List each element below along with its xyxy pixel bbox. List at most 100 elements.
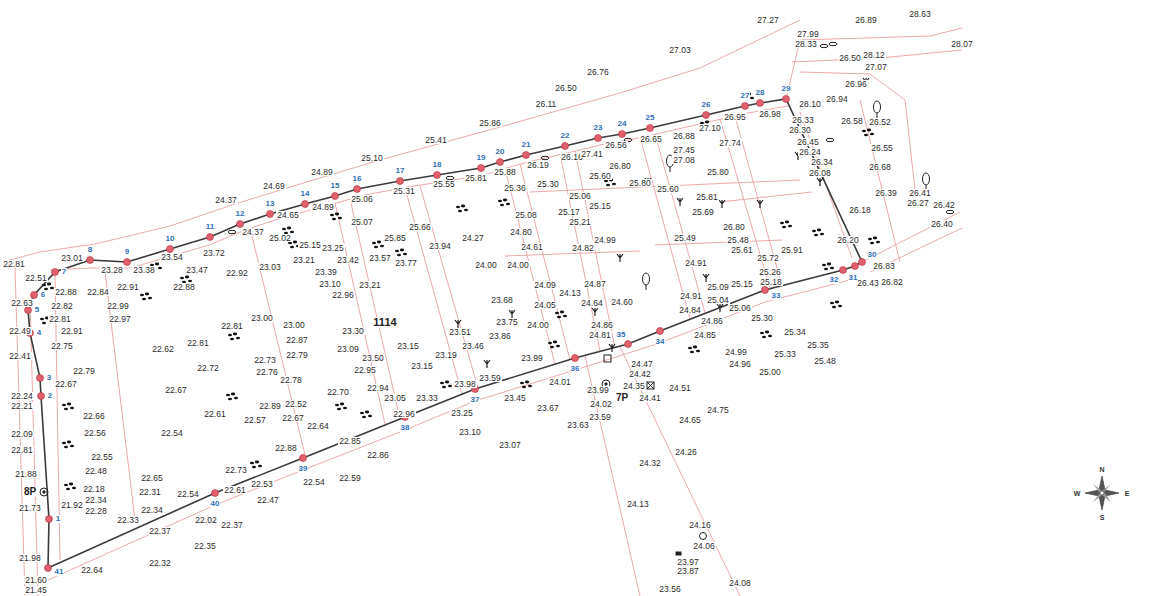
elevation-label: 22.59 [338, 474, 361, 483]
elevation-label: 25.88 [493, 168, 516, 177]
survey-point [38, 393, 45, 400]
point-number: 10 [165, 235, 176, 243]
bush-symbol [760, 331, 772, 339]
elevation-label: 22.70 [326, 388, 349, 397]
parcel-line [585, 356, 640, 596]
elevation-label: 23.28 [100, 266, 123, 275]
elevation-label: 24.84 [678, 306, 701, 315]
elevation-label: 22.54 [302, 478, 325, 487]
parcel-line [620, 347, 740, 596]
elevation-label: 22.33 [116, 516, 139, 525]
elevation-label: 23.07 [498, 441, 521, 450]
elevation-label: 25.30 [536, 180, 559, 189]
compass-letter: S [1099, 514, 1106, 521]
elevation-label: 21.45 [24, 586, 47, 595]
elevation-label: 25.18 [759, 278, 782, 287]
elevation-label: 26.20 [836, 236, 859, 245]
elevation-label: 23.00 [250, 314, 273, 323]
elevation-label: 22.34 [84, 496, 107, 505]
elevation-label: 23.46 [461, 342, 484, 351]
point-number: 28 [755, 89, 766, 97]
elevation-label: 24.60 [610, 298, 633, 307]
parcel-line [655, 134, 705, 313]
elevation-label: 28.10 [798, 100, 821, 109]
bush-symbol [520, 381, 532, 389]
elevation-label: 25.80 [628, 179, 651, 188]
fence-link [829, 42, 837, 45]
elevation-label: 22.81 [220, 322, 243, 331]
survey-point [37, 375, 44, 382]
station-label: 7P [615, 393, 629, 403]
elevation-label: 26.52 [868, 118, 891, 127]
elevation-label: 22.28 [84, 507, 107, 516]
elevation-label: 22.61 [223, 486, 246, 495]
elevation-label: 25.60 [656, 185, 679, 194]
utility-symbol [676, 552, 681, 555]
elevation-label: 23.97 [676, 558, 699, 567]
elevation-label: 25.15 [730, 280, 753, 289]
point-number: 6 [40, 291, 46, 299]
tree-symbol [592, 308, 598, 316]
survey-point [300, 455, 307, 462]
point-number: 16 [352, 175, 363, 183]
elevation-label: 24.81 [588, 331, 611, 340]
point-number: 41 [54, 568, 65, 576]
elevation-label: 26.58 [840, 117, 863, 126]
parcel-line [735, 116, 782, 286]
elevation-label: 25.48 [726, 236, 749, 245]
survey-point [124, 259, 131, 266]
elevation-label: 23.94 [428, 242, 451, 251]
bush-symbol [62, 403, 74, 411]
elevation-label: 22.91 [60, 327, 83, 336]
elevation-label: 22.48 [84, 467, 107, 476]
elevation-label: 25.00 [758, 368, 781, 377]
elevation-label: 24.08 [728, 579, 751, 588]
elevation-label: 26.95 [723, 113, 746, 122]
bush-symbol [498, 199, 510, 207]
elevation-label: 24.99 [593, 236, 616, 245]
elevation-label: 22.63 [10, 299, 33, 308]
trees [455, 78, 930, 368]
elevation-label: 22.65 [140, 474, 163, 483]
bush-symbol [780, 221, 792, 229]
elevation-label: 27.74 [718, 139, 741, 148]
tree-symbol [717, 304, 723, 312]
point-number: 24 [617, 120, 628, 128]
elevation-label: 25.02 [268, 234, 291, 243]
elevation-label: 22.76 [255, 368, 278, 377]
survey-point [657, 328, 664, 335]
survey-point [478, 165, 485, 172]
elevation-label: 26.45 [796, 138, 819, 147]
fence-link [946, 210, 954, 213]
bush-symbol [440, 381, 452, 389]
elevation-label: 22.64 [306, 422, 329, 431]
compass-letter: W [1073, 490, 1082, 497]
elevation-label: 22.73 [253, 356, 276, 365]
elevation-label: 24.37 [241, 228, 264, 237]
survey-point [397, 178, 404, 185]
elevation-label: 26.88 [672, 132, 695, 141]
elevation-label: 23.51 [448, 328, 471, 337]
point-number: 23 [593, 124, 604, 132]
elevation-label: 22.51 [24, 274, 47, 283]
elevation-label: 23.30 [341, 327, 364, 336]
bush-symbol [140, 293, 152, 301]
compass-letter: E [1124, 490, 1131, 497]
elevation-label: 27.03 [668, 46, 691, 55]
survey-point [354, 186, 361, 193]
elevation-label: 24.85 [693, 331, 716, 340]
elevation-label: 28.63 [908, 10, 931, 19]
point-number: 34 [655, 338, 666, 346]
elevation-label: 21.73 [18, 504, 41, 513]
elevation-label: 23.77 [394, 259, 417, 268]
survey-point [237, 221, 244, 228]
elevation-label: 24.80 [509, 228, 532, 237]
elevation-label: 23.59 [478, 374, 501, 383]
elevation-label: 23.67 [536, 404, 559, 413]
elevation-label: 22.67 [281, 414, 304, 423]
elevation-label: 24.47 [630, 360, 653, 369]
elevation-label: 25.72 [756, 254, 779, 263]
point-number: 36 [570, 365, 581, 373]
point-number: 4 [36, 329, 42, 337]
point-number: 31 [848, 274, 859, 282]
